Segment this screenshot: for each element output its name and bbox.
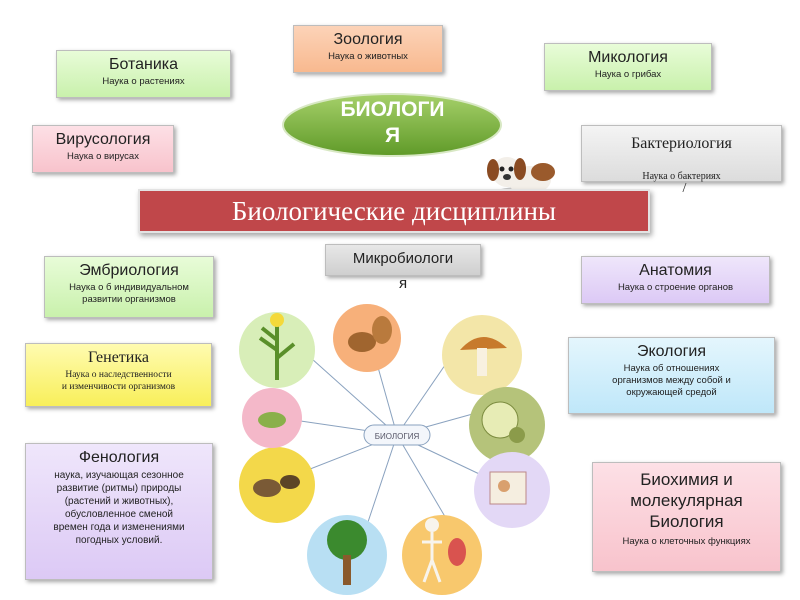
- cells-circle: [469, 387, 545, 463]
- tree-circle: [307, 515, 387, 595]
- card-title: Микология: [588, 49, 668, 66]
- card-genetics: Генетика Наука о наследственности и изме…: [25, 343, 212, 407]
- card-subtitle: Наука о наследственности и изменчивости …: [61, 370, 176, 392]
- card-virology: Вирусология Наука о вирусах: [32, 125, 174, 173]
- card-title: Эмбриология: [79, 262, 179, 279]
- card-microbiology: Микробиологи: [325, 244, 481, 276]
- card-title: Зоология: [333, 31, 403, 48]
- frog-circle: [242, 388, 302, 448]
- card-subtitle: Наука о клеточных функциях: [622, 536, 751, 547]
- center-title-line1: БИОЛОГИ: [340, 98, 445, 121]
- card-subtitle: Наука о грибах: [594, 69, 662, 80]
- card-embryology: Эмбриология Наука о б индивидуальном раз…: [44, 256, 214, 318]
- slash-mark: /: [682, 181, 687, 196]
- squirrel-circle: [333, 304, 401, 372]
- ellipse-shape: [282, 93, 502, 157]
- card-subtitle: Наука о вирусах: [67, 151, 139, 162]
- biology-center-ellipse: БИОЛОГИ Я: [281, 91, 504, 158]
- card-subtitle: Наука о строение органов: [617, 282, 734, 293]
- card-subtitle: Наука о животных: [328, 51, 408, 62]
- plant-cell-circle: [474, 452, 550, 528]
- plant-circle: [239, 312, 315, 388]
- card-bacteriology: Бактериология Наука о бактериях /: [581, 125, 782, 196]
- mushroom-circle: [442, 315, 522, 395]
- card-subtitle: Наука об отношениях организмов между соб…: [612, 363, 731, 398]
- biology-branches-illustration: БИОЛОГИЯ: [239, 304, 550, 595]
- card-microbiology-line2: я: [398, 275, 408, 292]
- card-title: Микробиологи: [352, 250, 454, 267]
- card-subtitle: Наука о бактериях: [642, 171, 721, 182]
- card-zoology: Зоология Наука о животных: [293, 25, 443, 73]
- card-title: Генетика: [88, 349, 149, 366]
- center-title-line2: Я: [384, 124, 401, 147]
- card-subtitle: наука, изучающая сезонное развитие (ритм…: [53, 470, 185, 546]
- banner-disciplines: Биологические дисциплины: [138, 189, 650, 233]
- card-biochemistry: Биохимия и молекулярная Биология Наука о…: [592, 462, 781, 572]
- card-anatomy: Анатомия Наука о строение органов: [581, 256, 770, 304]
- diagram-center: [363, 424, 431, 446]
- animals-circle: [239, 447, 315, 523]
- card-title: Биохимия и молекулярная Биология: [630, 470, 743, 531]
- card-subtitle: Наука о растениях: [102, 76, 185, 87]
- card-botany: Ботаника Наука о растениях: [56, 50, 231, 98]
- card-title: Экология: [636, 343, 707, 360]
- card-title: Бактериология: [631, 135, 732, 152]
- card-subtitle: Наука о б индивидуальном развитии органи…: [69, 282, 189, 305]
- card-title: Фенология: [78, 449, 160, 466]
- skeleton-circle: [402, 515, 482, 595]
- card-title: Ботаника: [108, 56, 179, 73]
- diagram-center-label: БИОЛОГИЯ: [375, 432, 420, 441]
- card-phenology: Фенология наука, изучающая сезонное разв…: [25, 443, 213, 580]
- card-title: Вирусология: [55, 131, 151, 148]
- card-mycology: Микология Наука о грибах: [544, 43, 712, 91]
- card-ecology: Экология Наука об отношениях организмов …: [568, 337, 775, 414]
- card-title: Анатомия: [639, 262, 712, 279]
